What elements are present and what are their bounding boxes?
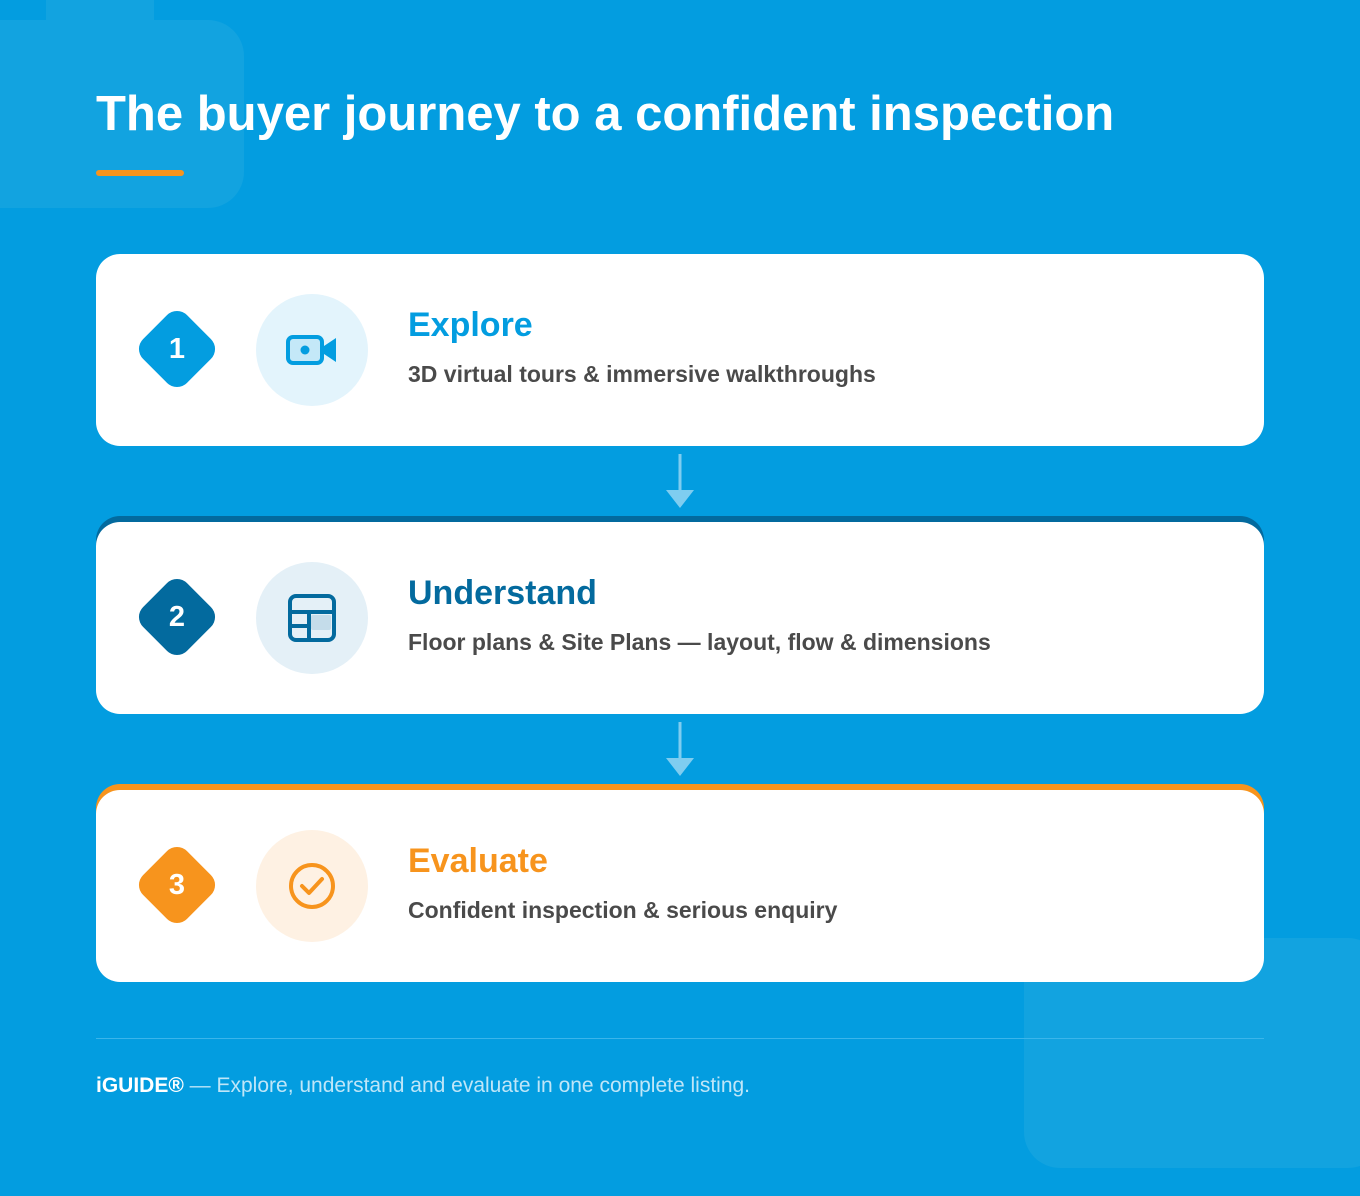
video-camera-icon [256,294,368,406]
arrow-down-icon [666,722,694,776]
step-subtitle: 3D virtual tours & immersive walkthrough… [408,361,876,387]
title-underline [96,170,184,176]
step-number: 2 [168,600,186,633]
decor-shape [46,0,154,22]
arrow-down-icon [666,454,694,508]
step-card-explore: 1 Explore 3D virtual tours & immersive w… [96,254,1264,446]
step-card-evaluate: 3 Evaluate Confident inspection & seriou… [96,790,1264,982]
footer-divider [96,1038,1264,1039]
step-title: Understand [408,574,597,612]
decor-shape [0,20,244,208]
step-number: 1 [168,332,186,365]
page-title: The buyer journey to a confident inspect… [96,87,1115,141]
floor-plan-icon [256,562,368,674]
footer-text: — Explore, understand and evaluate in on… [183,1074,751,1097]
footer-brand: iGUIDE® [96,1074,184,1097]
step-title: Evaluate [408,842,548,880]
step-subtitle: Floor plans & Site Plans — layout, flow … [408,629,991,655]
step-card-understand: 2 Understand Floor plans & Site Plans — … [96,522,1264,714]
check-circle-icon [256,830,368,942]
footer: iGUIDE® — Explore, understand and evalua… [96,1074,750,1098]
step-title: Explore [408,306,533,344]
step-number: 3 [168,868,186,901]
step-subtitle: Confident inspection & serious enquiry [408,897,838,923]
